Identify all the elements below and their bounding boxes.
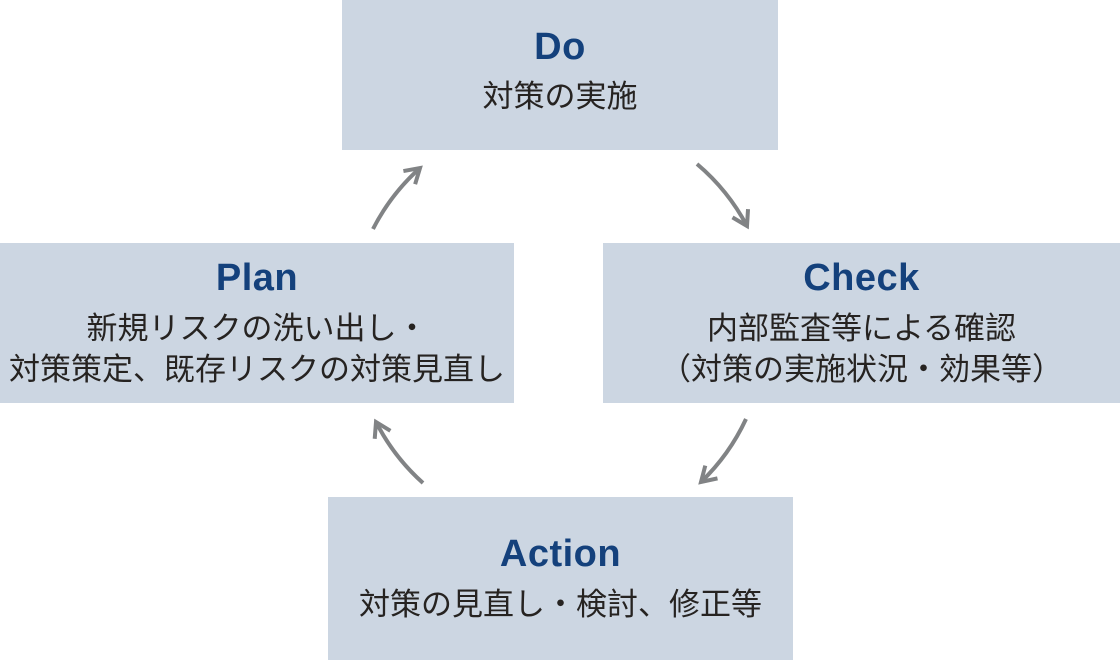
node-action-title: Action bbox=[499, 533, 622, 576]
node-plan: Plan 新規リスクの洗い出し・ 対策策定、既存リスクの対策見直し bbox=[0, 243, 514, 403]
node-do: Do 対策の実施 bbox=[342, 0, 778, 150]
node-action: Action 対策の見直し・検討、修正等 bbox=[328, 497, 793, 660]
node-check-description-line2: （対策の実施状況・効果等） bbox=[660, 351, 1063, 387]
arrow-check-to-action bbox=[698, 418, 748, 485]
arrow-action-to-plan bbox=[372, 418, 425, 485]
node-plan-description-line2: 対策策定、既存リスクの対策見直し bbox=[9, 351, 505, 387]
node-do-description: 対策の実施 bbox=[482, 79, 638, 115]
arrow-plan-to-do bbox=[371, 165, 423, 230]
node-check: Check 内部監査等による確認 （対策の実施状況・効果等） bbox=[603, 243, 1120, 403]
node-plan-description-line1: 新規リスクの洗い出し・ bbox=[86, 310, 428, 346]
node-action-description: 対策の見直し・検討、修正等 bbox=[359, 586, 762, 622]
node-check-description-line1: 内部監査等による確認 bbox=[706, 310, 1017, 346]
node-check-title: Check bbox=[803, 257, 920, 300]
node-plan-title: Plan bbox=[215, 257, 299, 300]
node-do-title: Do bbox=[534, 25, 586, 68]
arrow-do-to-check bbox=[695, 162, 751, 230]
